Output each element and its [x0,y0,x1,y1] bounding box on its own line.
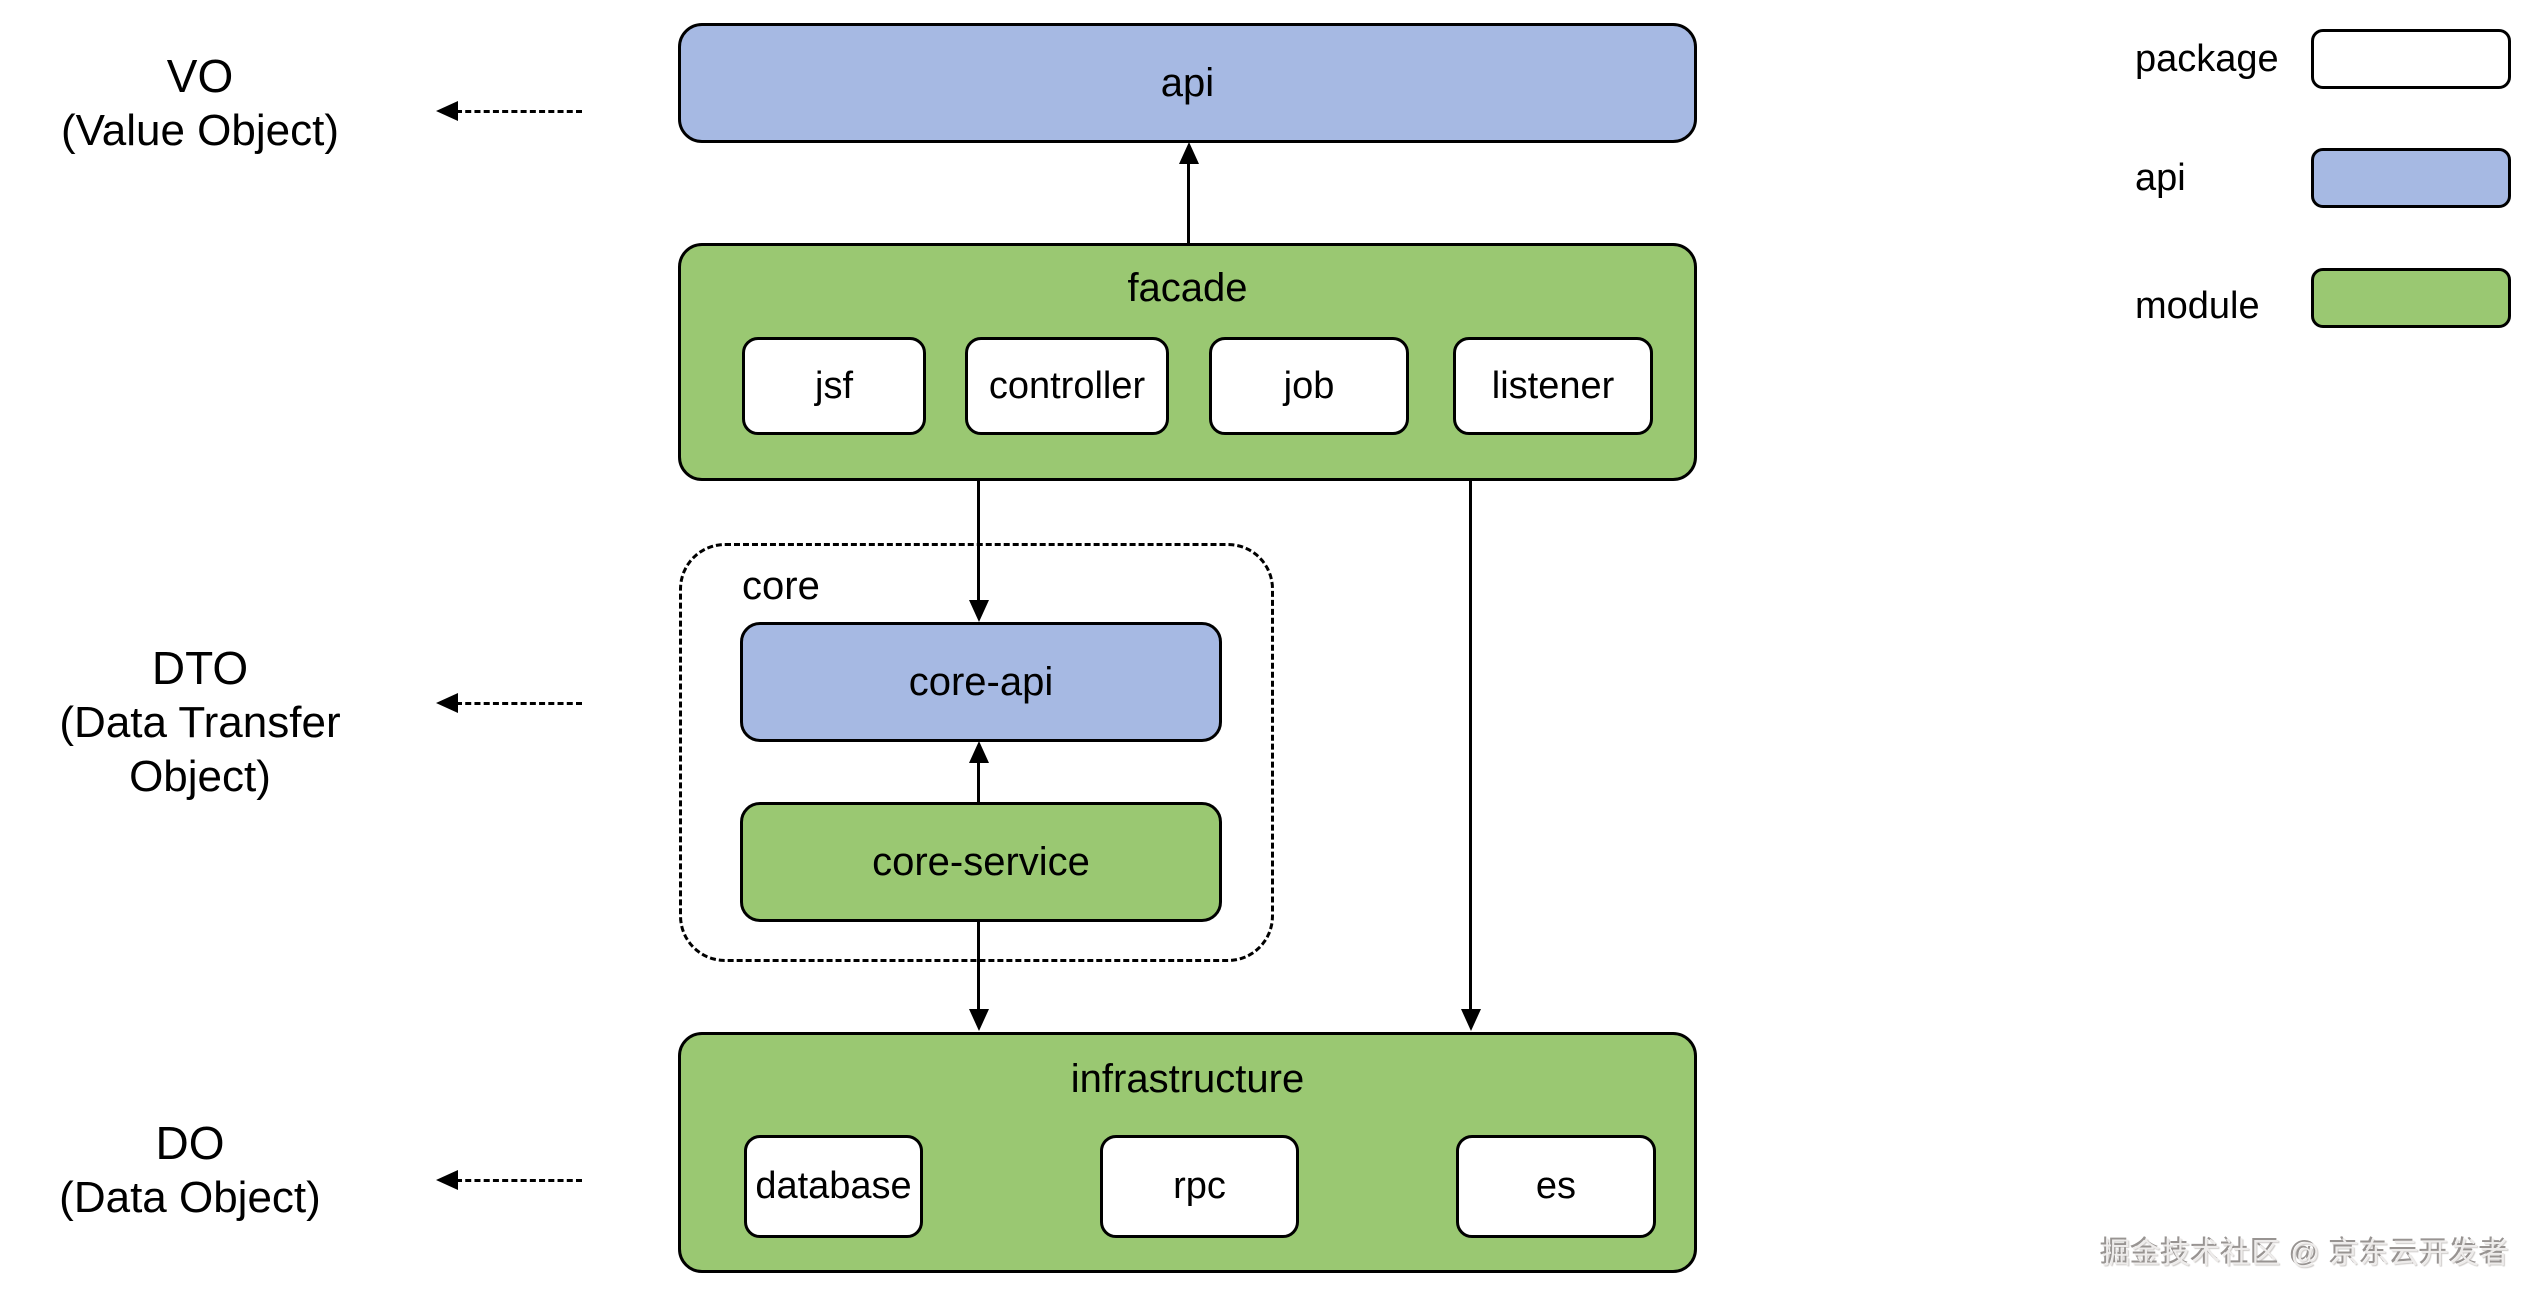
node-database-label: database [755,1165,912,1207]
annotation-dto-title: DTO [151,642,249,694]
annotation-vo: VO (Value Object) [0,48,400,158]
arrow-core-service-to-core-api [977,763,980,802]
node-core-api: core-api [740,622,1222,742]
node-facade: facade jsf controller job listener [678,243,1697,481]
arrow-facade-to-infrastructure [1469,481,1472,1011]
annotation-do-title: DO [155,1117,225,1169]
legend-swatch-package [2311,29,2511,89]
node-api-label: api [1160,60,1215,105]
node-infrastructure-label: infrastructure [1070,1057,1305,1101]
group-core: core [679,543,1274,962]
node-rpc: rpc [1100,1135,1299,1238]
legend-swatch-module [2311,268,2511,328]
annotation-dto-subtitle: (Data Transfer Object) [59,698,341,801]
dashed-arrow-dto [456,702,582,705]
node-controller: controller [965,337,1169,435]
arrow-facade-to-core-api-head-icon [969,600,989,622]
annotation-do: DO (Data Object) [0,1115,390,1225]
node-listener-label: listener [1491,364,1615,407]
annotation-do-subtitle: (Data Object) [59,1173,321,1222]
node-rpc-label: rpc [1173,1165,1226,1207]
node-api: api [678,23,1697,143]
arrow-facade-to-infrastructure-head-icon [1461,1009,1481,1031]
node-facade-label: facade [1127,266,1248,310]
arrow-facade-to-api-head-icon [1179,142,1199,164]
node-job-label: job [1283,364,1335,407]
arrow-facade-to-api [1187,164,1190,243]
dashed-arrow-do [456,1179,582,1182]
node-database: database [744,1135,923,1238]
annotation-vo-subtitle: (Value Object) [61,106,339,155]
annotation-vo-title: VO [166,50,234,102]
arrow-facade-to-core-api [977,481,980,601]
node-core-service-label: core-service [872,839,1090,884]
node-listener: listener [1453,337,1653,435]
legend-swatch-api [2311,148,2511,208]
node-es-label: es [1535,1165,1577,1207]
node-job: job [1209,337,1409,435]
node-core-service: core-service [740,802,1222,922]
node-infrastructure: infrastructure database rpc es [678,1032,1697,1273]
arrow-core-service-to-core-api-head-icon [969,741,989,763]
arrow-core-service-to-infrastructure [977,922,980,1011]
node-jsf: jsf [742,337,926,435]
legend-label-module: module [2135,285,2260,327]
dashed-arrow-dto-head-icon [436,693,458,713]
group-core-label: core [742,564,820,608]
dashed-arrow-vo-head-icon [436,101,458,121]
watermark-text: 掘金技术社区 @ 京东云开发者 [2101,1238,2510,1270]
node-jsf-label: jsf [815,364,853,407]
node-core-api-label: core-api [908,659,1054,704]
arrow-core-service-to-infrastructure-head-icon [969,1009,989,1031]
annotation-dto: DTO (Data Transfer Object) [0,640,400,804]
legend-label-api: api [2135,157,2186,199]
dashed-arrow-vo [456,110,582,113]
legend-label-package: package [2135,38,2279,80]
dashed-arrow-do-head-icon [436,1170,458,1190]
node-controller-label: controller [988,364,1146,407]
node-es: es [1456,1135,1656,1238]
